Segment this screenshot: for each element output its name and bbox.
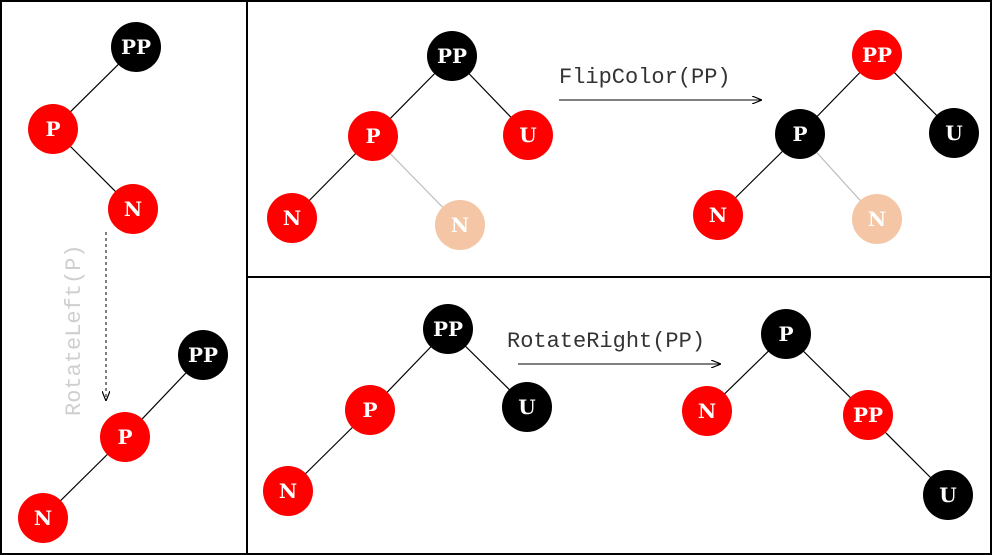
- node-p-label: P: [365, 124, 380, 148]
- node-pp-label: PP: [437, 44, 467, 68]
- bottom-panel: PP P U N RotateRight(PP): [263, 304, 973, 520]
- node-u-label: U: [945, 121, 962, 145]
- node-pp-label: PP: [121, 35, 151, 59]
- rotate-right-label: RotateRight(PP): [507, 329, 705, 354]
- node-u-circle: [929, 108, 979, 158]
- node-n: N: [18, 493, 68, 543]
- node-n-right: N: [435, 200, 485, 250]
- node-n-label: N: [279, 479, 297, 503]
- bottom-before-tree: PP P U N: [263, 304, 552, 516]
- node-pp: PP: [178, 330, 228, 380]
- node-n-label: N: [124, 197, 142, 221]
- node-u-circle: [923, 470, 973, 520]
- node-p-circle: [761, 309, 811, 359]
- node-n-right-label: N: [868, 207, 886, 231]
- node-p-circle: [345, 385, 395, 435]
- node-n-label: N: [34, 506, 52, 530]
- node-n-right-label: N: [451, 213, 469, 237]
- node-pp: PP: [423, 304, 473, 354]
- node-p-circle: [100, 412, 150, 462]
- left-panel: PP P N RotateLeft(P) PP P: [18, 22, 228, 543]
- node-n-left-circle: [693, 190, 743, 240]
- node-pp: PP: [852, 30, 902, 80]
- top-before-tree: PP P U N N: [267, 31, 553, 250]
- node-p-label: P: [45, 117, 60, 141]
- node-p-circle: [28, 104, 78, 154]
- node-pp-circle: [111, 22, 161, 72]
- node-n-circle: [18, 493, 68, 543]
- node-n: N: [263, 466, 313, 516]
- node-n-right: N: [852, 194, 902, 244]
- node-p: P: [28, 104, 78, 154]
- bottom-after-tree: P N PP U: [682, 309, 973, 520]
- node-n-left: N: [267, 193, 317, 243]
- node-n: N: [108, 184, 158, 234]
- node-pp-label: PP: [188, 343, 218, 367]
- node-p-circle: [775, 109, 825, 159]
- node-p-circle: [348, 111, 398, 161]
- top-after-tree: PP P U N N: [693, 30, 979, 244]
- node-n-circle: [682, 386, 732, 436]
- node-p-label: P: [117, 425, 132, 449]
- node-u-label: U: [519, 123, 536, 147]
- node-p: P: [348, 111, 398, 161]
- node-n-left: N: [693, 190, 743, 240]
- node-u: U: [503, 110, 553, 160]
- node-p: P: [775, 109, 825, 159]
- node-u: U: [923, 470, 973, 520]
- node-pp-circle: [852, 30, 902, 80]
- top-panel: PP P U N N FlipColor(PP): [267, 30, 979, 250]
- node-u-circle: [503, 110, 553, 160]
- node-pp: PP: [843, 390, 893, 440]
- left-after-tree: PP P N: [18, 330, 228, 543]
- node-u-circle: [502, 382, 552, 432]
- node-p-label: P: [362, 398, 377, 422]
- flip-color-label: FlipColor(PP): [559, 65, 731, 90]
- node-n-right-circle: [435, 200, 485, 250]
- node-p: P: [100, 412, 150, 462]
- node-u-label: U: [939, 483, 956, 507]
- node-pp-circle: [178, 330, 228, 380]
- node-u: U: [929, 108, 979, 158]
- node-u: U: [502, 382, 552, 432]
- node-pp-label: PP: [433, 317, 463, 341]
- node-pp-circle: [427, 31, 477, 81]
- node-n-left-label: N: [283, 206, 301, 230]
- node-p-label: P: [778, 322, 793, 346]
- node-pp-circle: [843, 390, 893, 440]
- rotate-left-label: RotateLeft(P): [62, 244, 87, 416]
- node-n-left-label: N: [709, 203, 727, 227]
- node-p: P: [345, 385, 395, 435]
- node-n-right-circle: [852, 194, 902, 244]
- node-n-label: N: [698, 399, 716, 423]
- node-p: P: [761, 309, 811, 359]
- node-pp: PP: [427, 31, 477, 81]
- node-n: N: [682, 386, 732, 436]
- node-n-circle: [263, 466, 313, 516]
- node-pp-label: PP: [862, 43, 892, 67]
- node-pp-label: PP: [853, 403, 883, 427]
- node-p-label: P: [792, 122, 807, 146]
- node-pp-circle: [423, 304, 473, 354]
- node-n-circle: [108, 184, 158, 234]
- node-n-left-circle: [267, 193, 317, 243]
- node-pp: PP: [111, 22, 161, 72]
- left-before-tree: PP P N: [28, 22, 161, 234]
- node-u-label: U: [518, 395, 535, 419]
